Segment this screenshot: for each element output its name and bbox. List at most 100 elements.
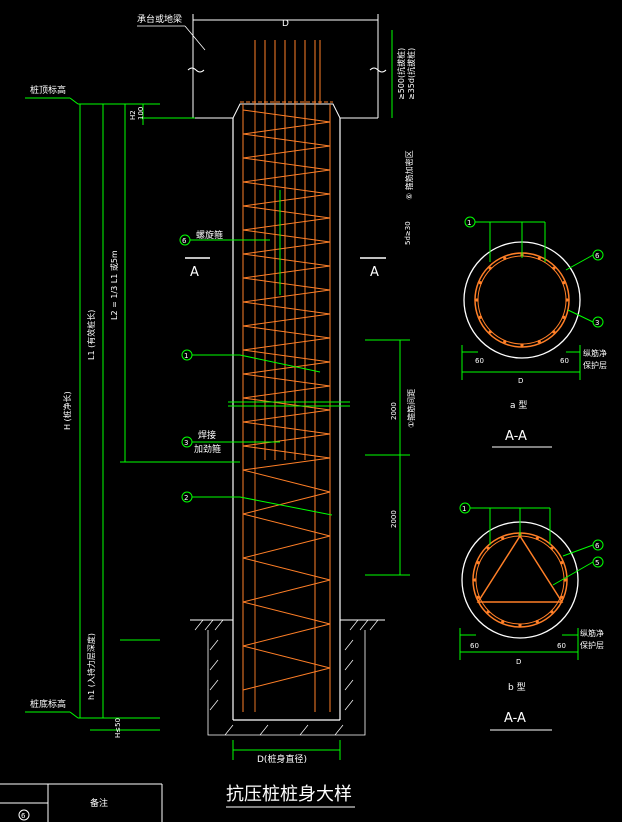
cap-leader-diag — [184, 25, 206, 51]
rebar-dot — [476, 595, 481, 599]
section-b-leader-6 — [562, 544, 594, 557]
marker-2: 2 — [181, 491, 333, 516]
rebar-dot — [561, 315, 566, 319]
bottom-dim-label: D(桩身直径) — [257, 753, 307, 765]
L2-label: L2 = 1/3 L1 或5m — [109, 250, 119, 320]
section-a-60-left: 60 — [475, 357, 484, 365]
rebar-dot — [473, 578, 477, 582]
rebar-dot — [478, 281, 483, 285]
section-b-outer — [461, 521, 579, 639]
rebar-dot — [486, 546, 490, 550]
section-a-leader-6 — [565, 254, 594, 271]
section-a-60-right: 60 — [560, 357, 569, 365]
pile-top-tick — [69, 97, 79, 105]
top-small-dim-b: 100 — [137, 107, 145, 120]
section-b-type-label: b 型 — [508, 682, 526, 693]
break-mark-left — [187, 67, 205, 73]
dim-2000-b: 2000 — [390, 510, 398, 528]
rebar-dot — [559, 561, 564, 565]
marker-1: 1 — [181, 349, 321, 373]
section-a-marker-6-text: 6 — [595, 252, 600, 260]
section-b-leader-5 — [552, 561, 594, 586]
svg-text:3: 3 — [184, 439, 188, 447]
pile-bottom-label: 桩底标高 — [30, 698, 66, 710]
section-a-leader-3 — [567, 309, 594, 323]
rebar-dot — [565, 298, 569, 302]
marker-6: 6 — [179, 234, 270, 246]
stirrup-spacing-label: ①箍筋间距 — [406, 389, 416, 428]
section-b-marker-5-text: 5 — [595, 559, 599, 567]
top-small-dim: H2 — [129, 110, 137, 120]
notes-table: 6 备注 — [0, 783, 163, 822]
section-b-60-right: 60 — [557, 642, 566, 650]
weld-label-a: 焊接 — [198, 429, 216, 441]
dim-2000-a: 2000 — [390, 402, 398, 420]
table-note: 备注 — [90, 797, 108, 809]
section-letter-left: A — [190, 265, 199, 280]
section-b-cover-b: 保护层 — [580, 640, 604, 650]
bottom-small-dim: H≤50 — [114, 718, 122, 738]
rebar-dot — [518, 623, 522, 627]
right-small: 5d≥30 — [404, 221, 412, 245]
section-b-bars — [473, 533, 567, 627]
section-a-type-label: a 型 — [510, 400, 527, 411]
cap-notch — [232, 103, 341, 119]
pile-bottom-tick — [69, 711, 79, 719]
section-letter-right: A — [370, 265, 379, 280]
rebar-dot — [559, 595, 564, 599]
rebar-dot — [561, 281, 566, 285]
cap-dim-b: ≥35d(抗拔桩) — [406, 48, 416, 100]
soil-hatch — [194, 619, 379, 736]
rebar-dot — [535, 536, 539, 541]
rebar-dot — [552, 330, 556, 334]
rebar-dot — [486, 610, 490, 614]
break-mark-right — [369, 67, 387, 73]
section-a-marker-3-text: 3 — [595, 319, 599, 327]
rebar-dot — [478, 315, 483, 319]
section-a-marker-1-text: 1 — [467, 219, 471, 227]
table-marker — [18, 809, 30, 821]
rebar-dot — [501, 536, 505, 541]
section-b-D: D — [516, 658, 521, 666]
section-a-cover-a: 纵筋净 — [583, 348, 607, 358]
rebar-dot — [501, 619, 505, 624]
cap-dim-a: ≥500(抗拔桩) — [396, 48, 406, 100]
rebar-dot — [488, 266, 492, 270]
svg-text:6: 6 — [182, 237, 187, 245]
section-b-triangle — [476, 534, 564, 603]
rebar-dot — [550, 610, 554, 614]
L1-label: L1 (有效桩长) — [86, 310, 96, 360]
rebar-dot — [563, 578, 567, 582]
section-a-D: D — [518, 377, 523, 385]
table-marker-text: 6 — [21, 812, 26, 820]
cap-label: 承台或地梁 — [137, 13, 182, 25]
section-b-60-left: 60 — [470, 642, 479, 650]
section-b-marker-1-text: 1 — [462, 505, 466, 513]
rebar-dot — [503, 256, 507, 261]
rebar-dot — [552, 266, 556, 270]
marker-3: 3 — [181, 436, 280, 448]
rebar-dot — [475, 298, 479, 302]
section-a-bars — [475, 253, 569, 347]
rebar-dot — [488, 330, 492, 334]
h1-label: h1 (入持力层深度) — [86, 633, 96, 700]
section-b-marker-6-text: 6 — [595, 542, 600, 550]
section-a-cover-b: 保护层 — [583, 360, 607, 370]
pile-top-label: 桩顶标高 — [30, 84, 66, 96]
section-b-cover-a: 纵筋净 — [580, 628, 604, 638]
rebar-dot — [520, 343, 524, 347]
rebar-dot — [537, 339, 541, 344]
rebar-dot — [503, 339, 507, 344]
cap-width-label: D — [282, 19, 289, 29]
rebar-dot — [535, 619, 539, 624]
section-b-label: A-A — [504, 711, 526, 726]
spiral-label: 螺旋箍 — [196, 229, 223, 241]
spiral-stirrup — [242, 109, 331, 691]
svg-text:2: 2 — [184, 494, 188, 502]
rebar-dot — [550, 546, 554, 550]
drawing-title: 抗压桩桩身大样 — [226, 784, 352, 805]
section-a-label: A-A — [505, 429, 527, 444]
section-a-type: 1 6 3 60 60 D 纵筋净 保护层 a 型 A-A — [461, 216, 607, 448]
rebar-dot — [537, 256, 541, 261]
